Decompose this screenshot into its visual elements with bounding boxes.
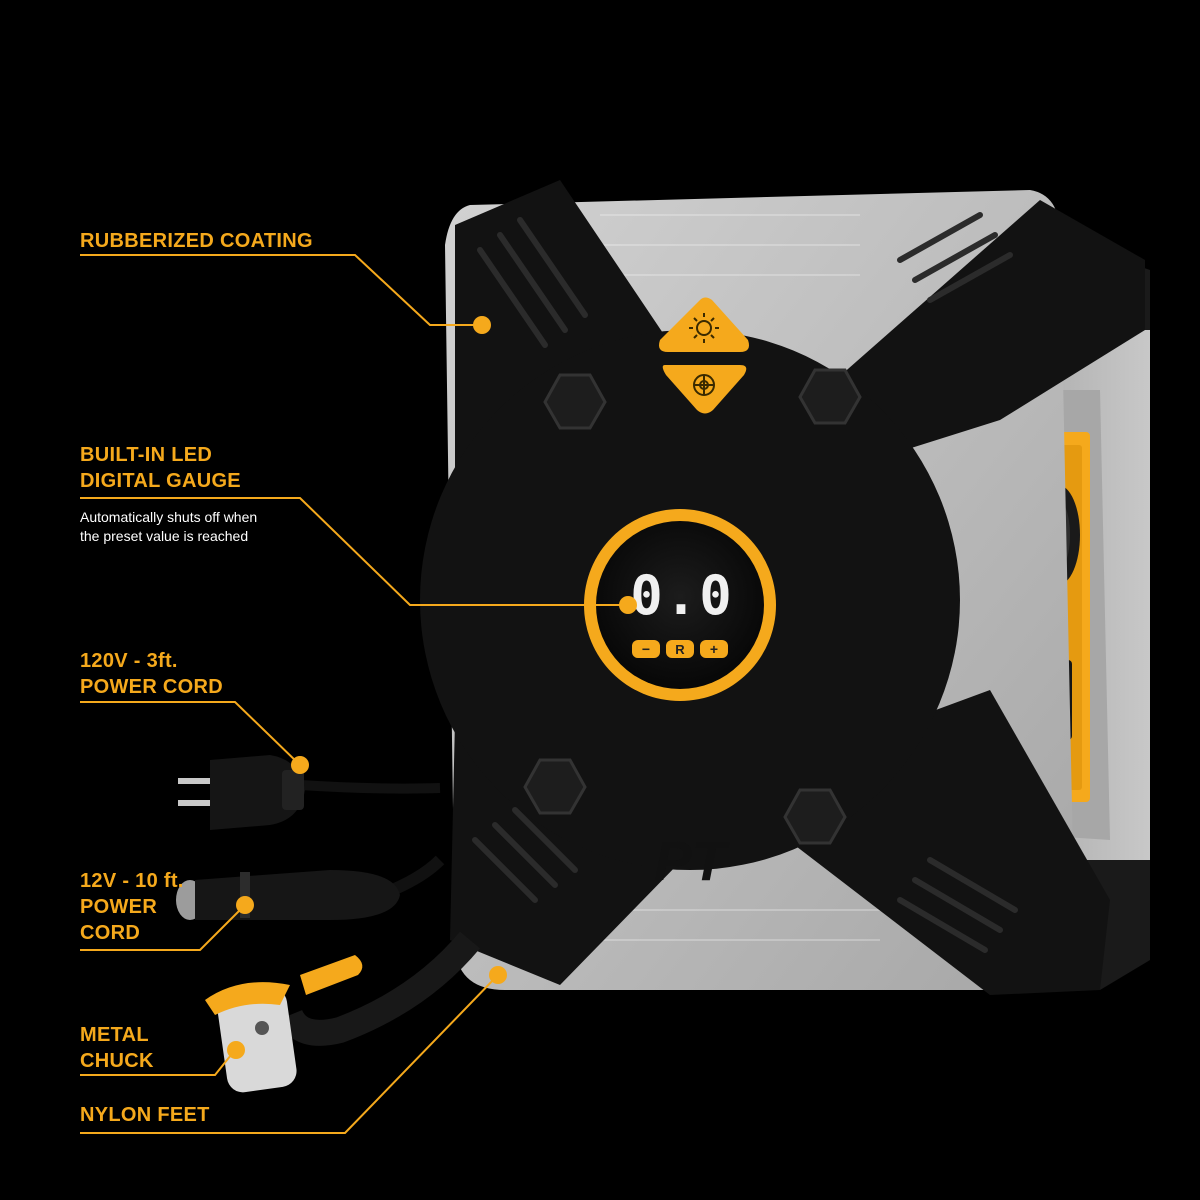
callout-dots xyxy=(227,316,637,1059)
brand-logo: PT xyxy=(654,829,730,892)
minus-label: − xyxy=(642,641,650,657)
metal-chuck xyxy=(205,982,297,1093)
dc-car-plug xyxy=(176,855,445,920)
callout-metal-chuck: METAL CHUCK xyxy=(80,1024,154,1072)
callout-led-gauge: BUILT-IN LED DIGITAL GAUGE xyxy=(80,444,241,492)
gauge-readout: 0.0 xyxy=(630,564,734,627)
air-hose xyxy=(277,931,480,1046)
callout-rubberized-coating: RUBBERIZED COATING xyxy=(80,230,313,252)
plus-button[interactable]: + xyxy=(700,640,728,658)
callout-ac-power-cord: 120V - 3ft. POWER CORD xyxy=(80,650,223,698)
callout-dc-power-cord: 12V - 10 ft. POWER CORD xyxy=(80,870,184,944)
light-icon xyxy=(689,313,719,343)
reset-label: R xyxy=(675,642,685,657)
reset-button[interactable]: R xyxy=(666,640,694,658)
light-button[interactable] xyxy=(659,297,749,353)
ac-power-plug xyxy=(178,755,441,830)
tire-button[interactable] xyxy=(662,365,747,414)
plus-label: + xyxy=(710,641,718,657)
callout-led-gauge-description: Automatically shuts off when the preset … xyxy=(80,509,258,544)
callout-lines xyxy=(80,254,625,1134)
tire-icon xyxy=(693,374,715,396)
minus-button[interactable]: − xyxy=(632,640,660,658)
digital-gauge: 0.0 − R + xyxy=(584,509,776,701)
rubber-ribs xyxy=(472,212,1018,953)
screw-bosses xyxy=(523,368,862,845)
callout-nylon-feet: NYLON FEET xyxy=(80,1104,210,1126)
